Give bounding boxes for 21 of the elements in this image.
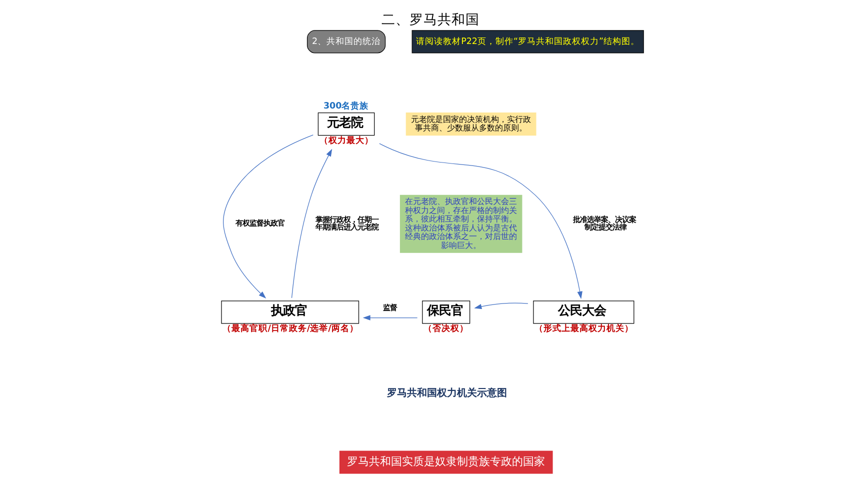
node-box: 执政官 bbox=[220, 300, 359, 324]
label: 2、共和国的统治 bbox=[311, 37, 380, 48]
arrow bbox=[378, 143, 582, 299]
arrow bbox=[362, 315, 418, 320]
node-box: 保民官 bbox=[422, 300, 470, 324]
node-label: （最高官职/日常政务/选举/两名） bbox=[222, 324, 358, 334]
node-box: 公民大会 bbox=[532, 300, 634, 324]
label: 请阅读教材P22页，制作“罗马共和国政权权力”结构图。 bbox=[416, 37, 640, 48]
diagram-title: 二、罗马共和国 bbox=[381, 12, 479, 28]
node-label: （否决权） bbox=[423, 324, 468, 334]
caption: 罗马共和国权力机关示意图 bbox=[386, 388, 506, 399]
arrow bbox=[474, 302, 528, 310]
node-label: （权力最大） bbox=[318, 136, 373, 146]
node-label: （形式上最高权力机关） bbox=[534, 324, 634, 334]
node-box: 元老院是国家的决策机构，实行政事共商、少数服从多数的原则。 bbox=[405, 112, 536, 136]
arrow bbox=[222, 134, 313, 299]
arrow bbox=[290, 148, 332, 298]
node-box: 在元老院、执政官和公民大会三种权力之间，存在严格的制约关系，彼此相互牵制，保持平衡。这种政治体系被后人认为是古代经典的政治体系之一，对后世的影响巨大。 bbox=[399, 194, 522, 253]
label: 罗马共和国实质是奴隶制贵族专政的国家 bbox=[346, 454, 545, 468]
node-box: 元老院 bbox=[317, 112, 374, 136]
node-label: 300名贵族 bbox=[323, 102, 368, 112]
